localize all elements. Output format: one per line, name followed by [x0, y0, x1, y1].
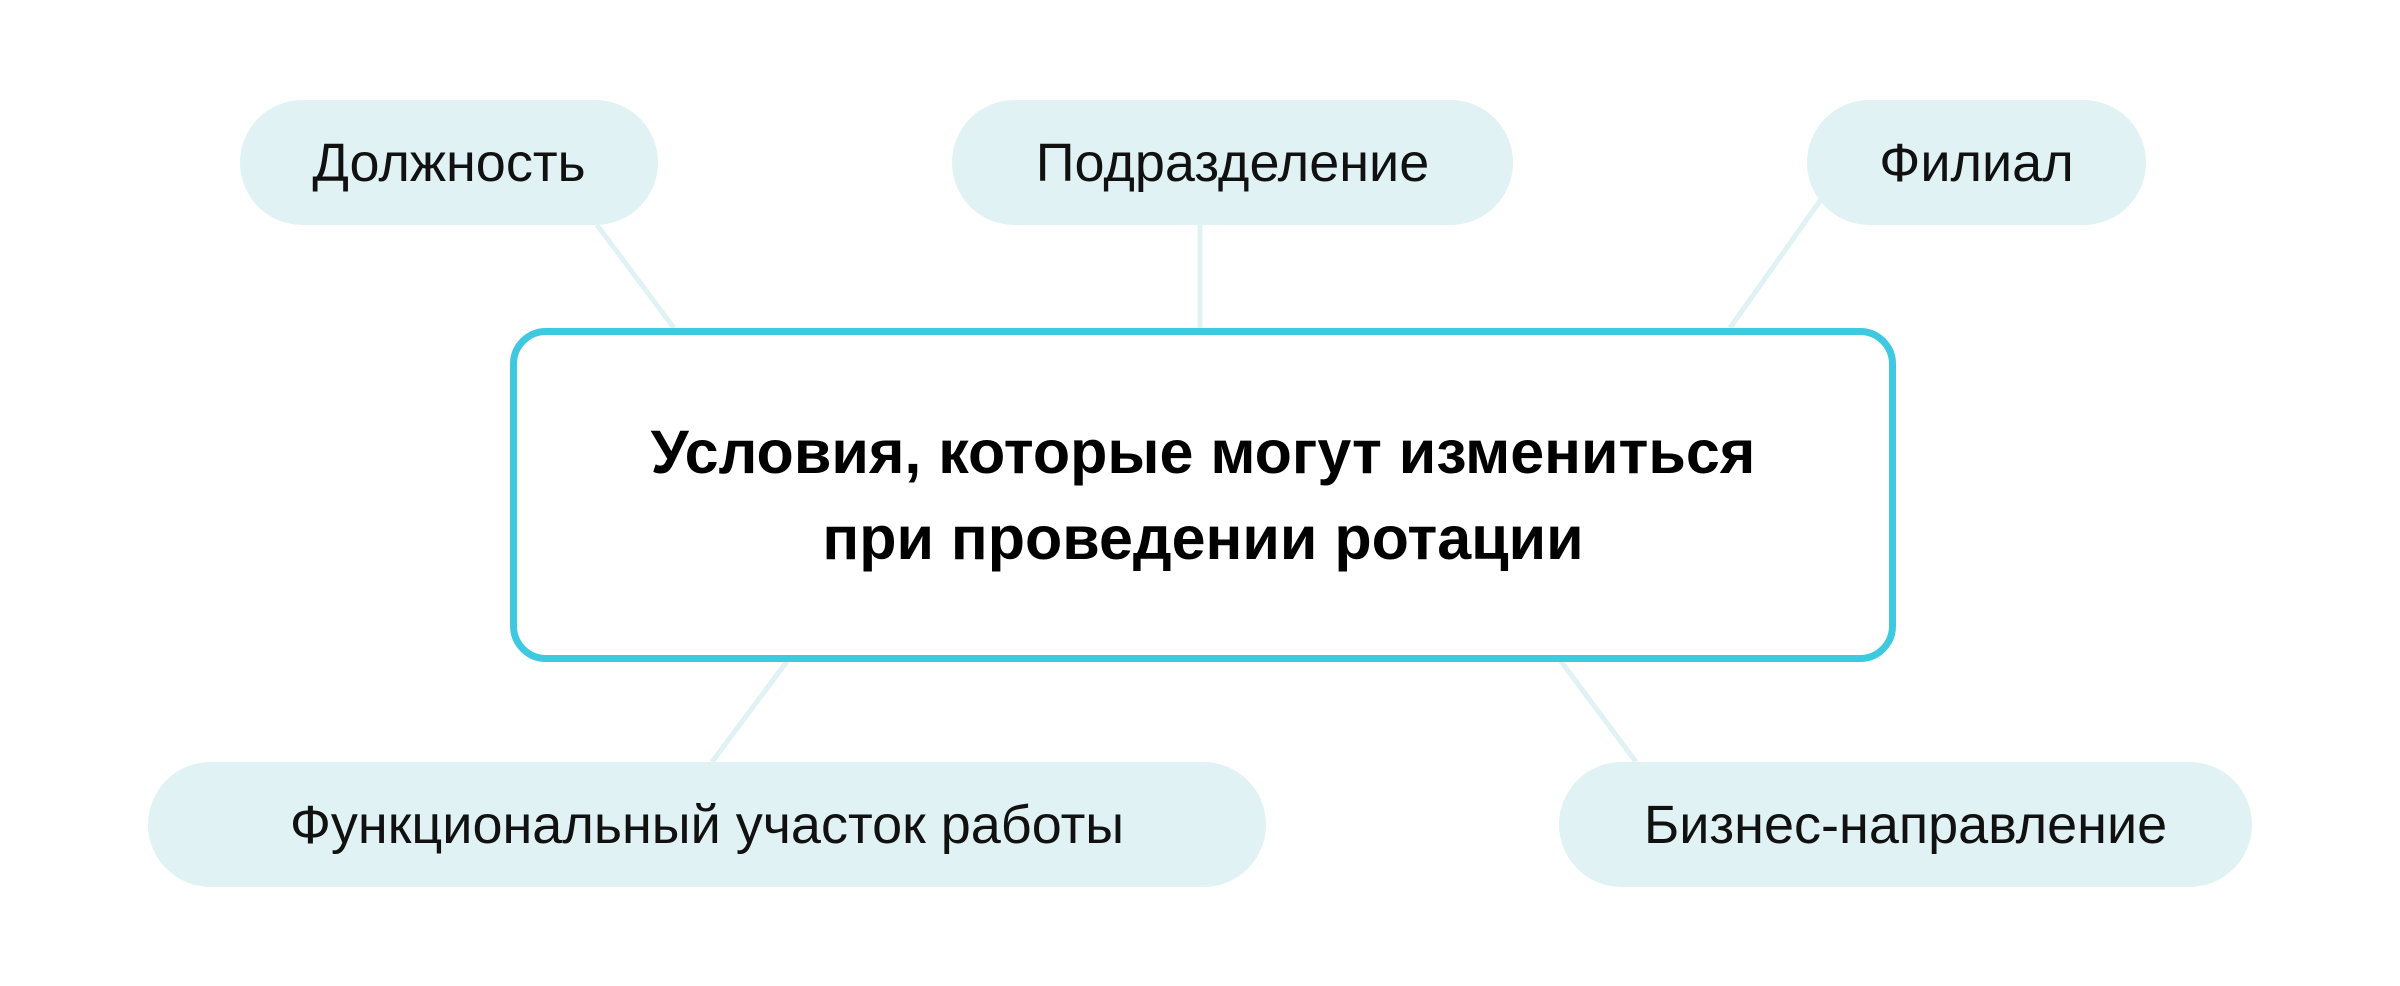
node-filial: Филиал — [1807, 100, 2146, 225]
central-topic-line2: при проведении ротации — [822, 504, 1584, 572]
node-label: Филиал — [1879, 132, 2074, 193]
connector-dolzhnost — [594, 223, 677, 330]
connector-biznes — [1557, 658, 1639, 764]
node-label: Должность — [312, 132, 586, 193]
connector-funktsionalny — [709, 658, 791, 764]
node-funktsionalny-uchastok: Функциональный участок работы — [148, 762, 1266, 887]
node-podrazdelenie: Подразделение — [952, 100, 1513, 225]
connector-filial — [1727, 196, 1825, 330]
node-label: Подразделение — [1035, 132, 1430, 193]
node-dolzhnost: Должность — [240, 100, 658, 225]
node-label: Бизнес-направление — [1643, 794, 2168, 855]
central-topic-line1: Условия, которые могут измениться — [650, 418, 1756, 486]
node-label: Функциональный участок работы — [289, 794, 1125, 855]
node-biznes-napravlenie: Бизнес-направление — [1559, 762, 2252, 887]
central-topic-box: Условия, которые могут измениться при пр… — [510, 328, 1896, 662]
